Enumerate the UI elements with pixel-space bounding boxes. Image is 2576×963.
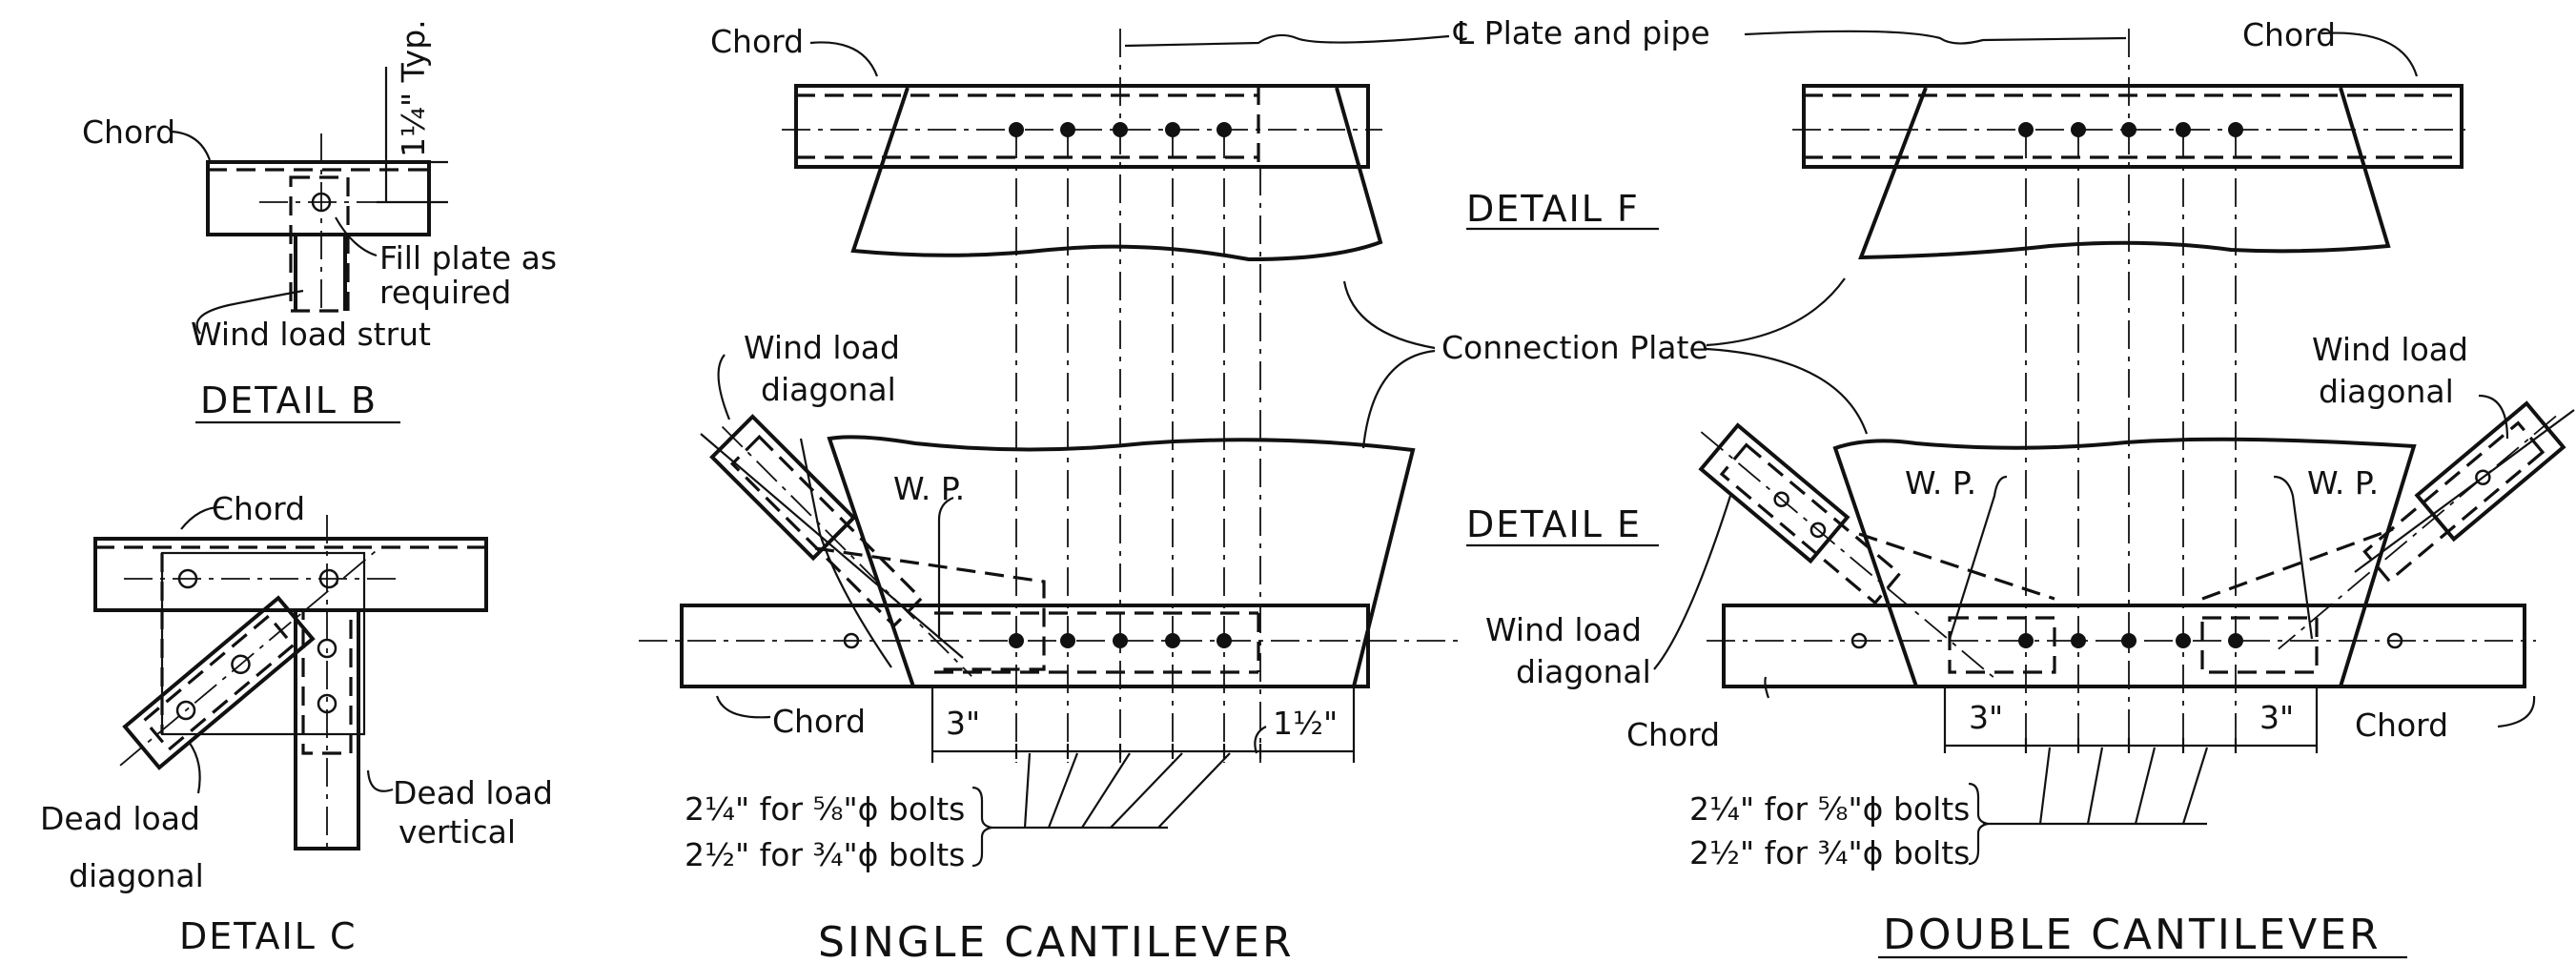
detail-b-strut-label: Wind load strut xyxy=(191,316,431,353)
center-wind-label-2: diagonal xyxy=(1516,653,1651,690)
detail-b-typ-label: 1¼" Typ. xyxy=(395,19,432,157)
detail-b-strut xyxy=(289,175,350,313)
double-chord-top-label: Chord xyxy=(2242,16,2336,53)
double-wp-left-label: W. P. xyxy=(1905,464,1976,502)
detail-b-chord xyxy=(206,160,431,236)
detail-c-dead-diagonal-label-1: Dead load xyxy=(40,800,200,837)
detail-c-vertical-member xyxy=(294,608,360,850)
detail-b: Chord 1¼" Typ. Fill plate as required Wi… xyxy=(82,19,557,424)
detail-f-title: DETAIL F xyxy=(1466,188,1640,230)
detail-c-dead-vertical-label-1: Dead load xyxy=(393,774,553,811)
double-top-connection-plate xyxy=(1858,87,2391,260)
double-chord-bl-label: Chord xyxy=(1626,716,1720,753)
single-top-connection-plate xyxy=(850,87,1383,262)
center-wind-label-1: Wind load xyxy=(1485,611,1642,648)
double-cantilever: Chord Chord Chord Wind load diagonal W. … xyxy=(1626,16,2575,959)
double-note-1: 2¼" for ⅝"ϕ bolts xyxy=(1689,790,1970,828)
double-wind-label-2: diagonal xyxy=(2319,373,2454,410)
detail-c-dead-diagonal-label-2: diagonal xyxy=(69,857,204,894)
connection-plate-label: Connection Plate xyxy=(1441,329,1708,366)
single-bottom-chord xyxy=(680,604,1370,688)
detail-e-title: DETAIL E xyxy=(1466,503,1642,545)
single-note-1: 2¼" for ⅝"ϕ bolts xyxy=(685,790,965,828)
double-bottom-connection-plate xyxy=(1832,437,2417,688)
single-dim-3-label: 3" xyxy=(946,705,980,742)
detail-b-chord-label: Chord xyxy=(82,113,175,151)
detail-c-title: DETAIL C xyxy=(179,915,358,957)
double-chord-br-label: Chord xyxy=(2355,707,2448,744)
detail-c: Chord Dead load diagonal Dead load verti… xyxy=(40,490,553,957)
double-wp-right-label: W. P. xyxy=(2307,464,2379,502)
detail-c-diagonal-member xyxy=(122,595,316,770)
detail-c-chord-label: Chord xyxy=(212,490,305,527)
single-cantilever: Chord Chord Wind load diagonal W. P. 3" … xyxy=(639,23,1459,963)
single-chord-bottom-label: Chord xyxy=(772,703,866,740)
single-note-2: 2½" for ¾"ϕ bolts xyxy=(685,836,965,873)
double-title: DOUBLE CANTILEVER xyxy=(1883,911,2382,959)
detail-c-chord xyxy=(93,537,488,612)
double-note-2: 2½" for ¾"ϕ bolts xyxy=(1689,834,1970,871)
double-top-chord xyxy=(1802,84,2464,169)
center-labels: ℄ Plate and pipe DETAIL F Connection Pla… xyxy=(1124,14,2130,744)
double-dim-3-right-label: 3" xyxy=(2259,699,2294,736)
single-top-chord xyxy=(794,84,1370,169)
single-bottom-connection-plate xyxy=(827,435,1416,688)
single-title: SINGLE CANTILEVER xyxy=(818,918,1295,963)
detail-b-title: DETAIL B xyxy=(200,379,378,421)
double-wind-label-1: Wind load xyxy=(2312,331,2468,368)
detail-c-dead-vertical-label-2: vertical xyxy=(399,813,516,850)
single-dim-1half-label: 1½" xyxy=(1273,705,1338,742)
detail-b-fill-plate-label-2: required xyxy=(379,274,511,311)
single-chord-top-label: Chord xyxy=(710,23,804,60)
detail-b-fill-plate-label-1: Fill plate as xyxy=(379,239,557,277)
single-wind-label-2: diagonal xyxy=(761,371,896,408)
single-wp-label: W. P. xyxy=(893,470,965,507)
double-left-diagonal-member xyxy=(1698,422,1850,564)
double-dim-3-left-label: 3" xyxy=(1969,699,2003,736)
single-wind-label-1: Wind load xyxy=(744,329,900,366)
plate-pipe-label: ℄ Plate and pipe xyxy=(1453,14,1710,51)
